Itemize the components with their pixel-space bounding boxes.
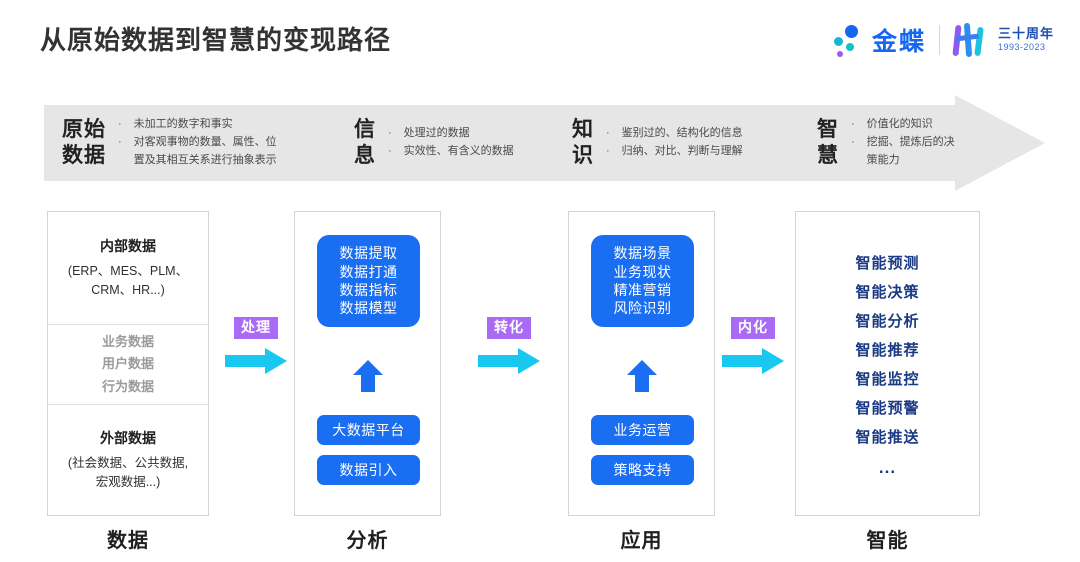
banner-bullet-text: 鉴别过的、结构化的信息 [621,127,743,140]
anniversary-text: 三十周年 1993-2023 [997,26,1054,53]
middle-item: 用户数据 [101,356,154,372]
connector-internalize: 内化 [722,317,784,375]
column-label-intelligence: 智能 [866,530,909,552]
bullet-dot-icon: · [118,136,122,149]
brand-logo: 金蝶 三十周年 1993-2023 [832,22,1054,58]
list-item: 智能分析 [855,313,920,330]
list-ellipsis: ... [878,458,897,477]
banner-bullet-text: 归纳、对比、判断与理解 [621,145,743,157]
banner-bullet-text: 未加工的数字和事实 [133,118,233,131]
bullet-dot-icon: · [388,145,392,157]
banner-bullet: · 对客观事物的数量、属性、位 置及其相互关系进行抽象表示 [118,134,277,170]
dikw-banner-arrow [44,95,1045,191]
list-item: 智能决策 [855,284,920,301]
right-arrow-icon [225,348,287,375]
banner-key-raw-data: 原始 数据 [62,118,106,167]
card-data[interactable]: 内部数据 (ERP、MES、PLM、 CRM、HR...) 业务数据 用户数据 … [47,211,209,516]
banner-bullet: · 鉴别过的、结构化的信息 [606,125,743,143]
banner-bullet-text: 挖掘、提炼后的决策能力 [866,136,955,166]
connector-convert: 转化 [478,317,540,375]
connector-process: 处理 [225,317,287,375]
intelligence-capability-list: 智能预测 智能决策 智能分析 智能推荐 智能监控 智能预警 智能推送 ... [796,256,979,476]
application-pill-operations[interactable]: 业务运营 [591,415,694,445]
banner-bullet-text: 处理过的数据 [403,127,470,140]
panel-line: 业务现状 [613,263,672,280]
list-item: 智能推荐 [855,342,920,359]
bullet-dot-icon: · [606,127,610,140]
analysis-capability-panel[interactable]: 数据提取 数据打通 数据指标 数据模型 [317,235,420,327]
analysis-pill-ingest[interactable]: 数据引入 [317,455,420,485]
list-item: 智能监控 [855,371,920,388]
banner-bullet: · 未加工的数字和事实 [118,116,277,134]
analysis-pill-platform[interactable]: 大数据平台 [317,415,420,445]
external-data-subtitle: (社会数据、公共数据, 宏观数据...) [67,456,189,489]
segment-middle-data-types: 业务数据 用户数据 行为数据 [48,324,208,405]
column-label-analysis: 分析 [346,530,389,552]
card-analysis[interactable]: 数据提取 数据打通 数据指标 数据模型 大数据平台 数据引入 [294,211,441,516]
dikw-banner-columns: 原始 数据 · 未加工的数字和事实 · 对客观事物的数量、属性、位 置及其相互关… [44,105,955,181]
banner-column-wisdom: 智 慧 · 价值化的知识 · 挖掘、提炼后的决策能力 [799,105,955,181]
banner-bullet: · 归纳、对比、判断与理解 [606,143,743,161]
anniversary-label: 三十周年 [997,26,1054,42]
panel-line: 数据打通 [339,263,398,280]
column-label-data: 数据 [107,530,149,552]
banner-column-raw-data: 原始 数据 · 未加工的数字和事实 · 对客观事物的数量、属性、位 置及其相互关… [44,105,336,181]
connector-badge-internalize: 内化 [731,317,775,340]
banner-column-information: 信 息 · 处理过的数据 · 实效性、有含义的数据 [336,105,554,181]
external-data-title: 外部数据 [100,430,156,447]
internal-data-title: 内部数据 [100,238,156,255]
anniversary-years: 1993-2023 [997,42,1046,53]
bullet-dot-icon: · [851,118,855,131]
up-arrow-icon [353,360,383,392]
up-arrow-icon [627,360,657,392]
middle-item: 业务数据 [101,333,154,349]
banner-bullet: · 挖掘、提炼后的决策能力 [851,134,955,170]
banner-key-knowledge: 知 识 [572,118,594,167]
connector-badge-process: 处理 [234,317,278,340]
panel-line: 数据指标 [339,282,398,298]
application-pill-strategy[interactable]: 策略支持 [591,455,694,485]
panel-line: 数据提取 [339,245,398,262]
anniversary-mark-icon [951,22,991,58]
panel-line: 精准营销 [613,282,672,298]
banner-bullet-text: 对客观事物的数量、属性、位 置及其相互关系进行抽象表示 [133,136,277,166]
segment-internal-data: 内部数据 (ERP、MES、PLM、 CRM、HR...) [48,212,208,324]
bullet-dot-icon: · [388,127,392,140]
kingdee-dots-icon [832,23,866,57]
banner-bullet-text: 实效性、有含义的数据 [403,145,514,157]
list-item: 智能预警 [855,400,920,417]
right-arrow-icon [478,348,540,375]
column-label-application: 应用 [620,530,663,552]
banner-bullet: · 价值化的知识 [851,116,955,134]
brand-divider [938,25,940,55]
application-scenario-panel[interactable]: 数据场景 业务现状 精准营销 风险识别 [591,235,694,327]
internal-data-subtitle: (ERP、MES、PLM、 CRM、HR...) [67,264,189,297]
bullet-dot-icon: · [851,136,855,149]
panel-line: 数据场景 [613,245,672,262]
segment-external-data: 外部数据 (社会数据、公共数据, 宏观数据...) [48,405,208,515]
banner-key-wisdom: 智 慧 [817,118,839,167]
brand-name: 金蝶 [871,28,926,56]
bullet-dot-icon: · [118,118,122,131]
list-item: 智能预测 [855,255,920,272]
banner-bullets-knowledge: · 鉴别过的、结构化的信息 · 归纳、对比、判断与理解 [606,125,743,161]
middle-item: 行为数据 [101,378,154,394]
banner-bullets-information: · 处理过的数据 · 实效性、有含义的数据 [388,125,514,161]
panel-line: 风险识别 [613,300,672,317]
banner-bullets-raw-data: · 未加工的数字和事实 · 对客观事物的数量、属性、位 置及其相互关系进行抽象表… [118,116,277,169]
page-title: 从原始数据到智慧的变现路径 [40,25,392,55]
connector-badge-convert: 转化 [487,317,531,340]
banner-bullet: · 实效性、有含义的数据 [388,143,514,161]
card-intelligence[interactable]: 智能预测 智能决策 智能分析 智能推荐 智能监控 智能预警 智能推送 ... [795,211,980,516]
right-arrow-icon [722,348,784,375]
banner-bullet: · 处理过的数据 [388,125,514,143]
card-application[interactable]: 数据场景 业务现状 精准营销 风险识别 业务运营 策略支持 [568,211,715,516]
banner-bullet-text: 价值化的知识 [866,118,933,131]
banner-key-information: 信 息 [354,118,376,167]
banner-column-knowledge: 知 识 · 鉴别过的、结构化的信息 · 归纳、对比、判断与理解 [554,105,799,181]
panel-line: 数据模型 [339,300,398,317]
bullet-dot-icon: · [606,145,610,157]
banner-bullets-wisdom: · 价值化的知识 · 挖掘、提炼后的决策能力 [851,116,955,169]
list-item: 智能推送 [855,429,920,446]
